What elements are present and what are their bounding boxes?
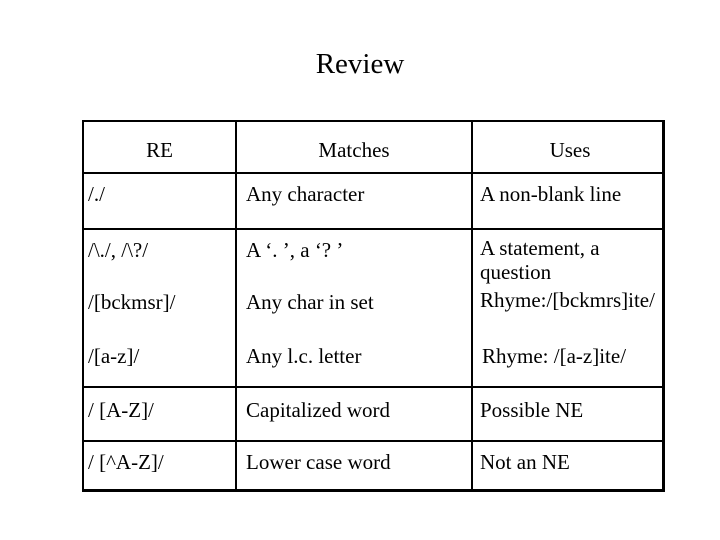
table-cell-re: /\./, /\?/ — [88, 238, 149, 262]
table-cell-re: / [A-Z]/ — [88, 398, 154, 422]
table-cell-matches: Capitalized word — [246, 398, 391, 422]
header-re: RE — [146, 138, 173, 162]
table-cell-re: /./ — [88, 182, 105, 206]
table-cell-uses: A statement, a question — [480, 236, 600, 284]
table-cell-uses: Rhyme:/[bckmrs]ite/ — [480, 288, 655, 312]
column-divider — [471, 122, 473, 489]
header-uses: Uses — [549, 138, 591, 162]
row-divider — [84, 228, 662, 230]
table-cell-uses: Not an NE — [480, 450, 570, 474]
row-divider — [84, 386, 662, 388]
slide-title: Review — [315, 48, 405, 80]
table-cell-re: / [^A-Z]/ — [88, 450, 164, 474]
table-cell-re: /[a-z]/ — [88, 344, 140, 368]
header-matches: Matches — [318, 138, 390, 162]
column-divider — [235, 122, 237, 489]
table-cell-re: /[bckmsr]/ — [88, 290, 176, 314]
review-table: RE Matches Uses /./ Any character A non-… — [82, 120, 665, 492]
row-divider — [84, 440, 662, 442]
table-cell-matches: Any char in set — [246, 290, 374, 314]
table-cell-uses: Possible NE — [480, 398, 584, 422]
row-divider — [84, 172, 662, 174]
table-cell-matches: Lower case word — [246, 450, 391, 474]
table-cell-uses: Rhyme: /[a-z]ite/ — [482, 344, 627, 368]
table-cell-matches: Any l.c. letter — [246, 344, 362, 368]
table-cell-uses: A non-blank line — [480, 182, 622, 206]
table-cell-matches: Any character — [246, 182, 365, 206]
table-cell-matches: A ‘. ’, a ‘? ’ — [246, 238, 344, 262]
